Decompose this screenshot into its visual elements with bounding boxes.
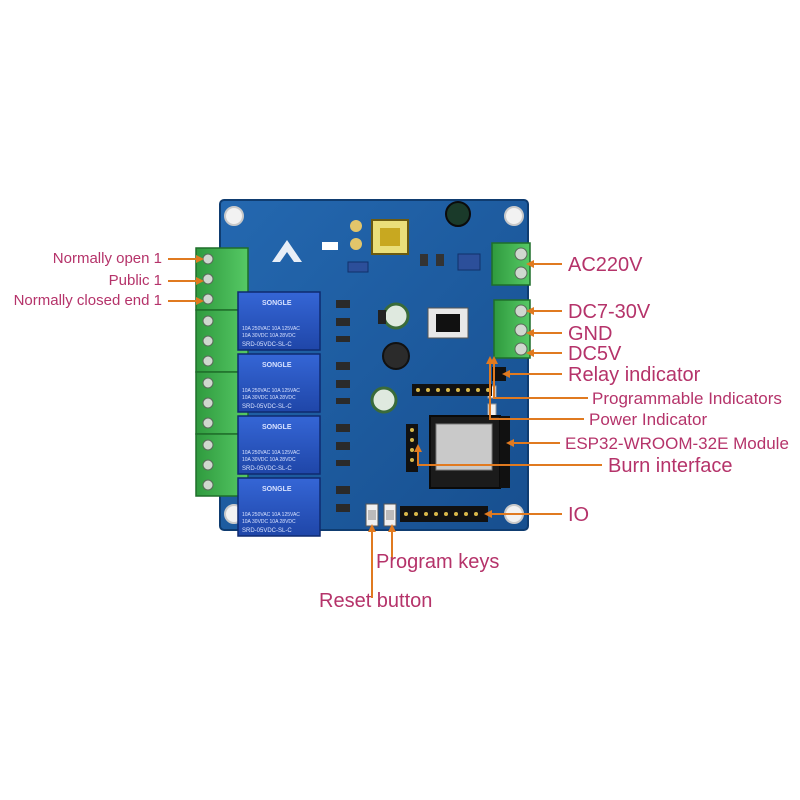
- svg-text:10A 250VAC 10A 125VAC: 10A 250VAC 10A 125VAC: [242, 512, 300, 518]
- svg-text:SONGLE: SONGLE: [262, 486, 292, 493]
- relay-markings: SONGLE 10A 250VAC 10A 125VAC 10A 30VDC 1…: [242, 300, 300, 534]
- dc-terminal-block: [493, 299, 531, 359]
- svg-text:SRD-05VDC-SL-C: SRD-05VDC-SL-C: [242, 528, 292, 534]
- relay-indicator-led: [492, 367, 506, 381]
- svg-text:SONGLE: SONGLE: [262, 300, 292, 307]
- arrow-heads: [196, 255, 534, 532]
- capacitor: [445, 201, 471, 227]
- label-dc5v: DC5V: [568, 343, 622, 365]
- label-reset-button: Reset button: [319, 590, 433, 612]
- svg-text:SRD-05VDC-SL-C: SRD-05VDC-SL-C: [242, 404, 292, 410]
- label-dc7-30v: DC7-30V: [568, 301, 651, 323]
- label-relay-indicator: Relay indicator: [568, 364, 701, 386]
- capacitor-2: [382, 302, 410, 330]
- callout-arrows: [168, 258, 602, 598]
- label-ac220v: AC220V: [568, 254, 643, 276]
- io-header-top: [412, 384, 492, 396]
- label-burn-interface: Burn interface: [608, 455, 733, 477]
- board-logo-icon: [272, 240, 302, 262]
- label-public-1: Public 1: [108, 272, 162, 289]
- svg-text:10A 30VDC 10A 28VDC: 10A 30VDC 10A 28VDC: [242, 395, 296, 401]
- svg-text:10A 250VAC 10A 125VAC: 10A 250VAC 10A 125VAC: [242, 326, 300, 332]
- label-esp32-module: ESP32-WROOM-32E Module: [565, 434, 789, 453]
- svg-text:SRD-05VDC-SL-C: SRD-05VDC-SL-C: [242, 342, 292, 348]
- svg-text:SONGLE: SONGLE: [262, 362, 292, 369]
- driver-components: [336, 300, 350, 512]
- label-power-indicator: Power Indicator: [589, 410, 708, 429]
- ac-terminal-block: [491, 242, 531, 286]
- label-normally-closed-1: Normally closed end 1: [13, 292, 162, 309]
- label-program-keys: Program keys: [376, 551, 500, 573]
- label-gnd: GND: [568, 323, 613, 345]
- label-normally-open-1: Normally open 1: [52, 250, 162, 267]
- svg-text:10A 250VAC 10A 125VAC: 10A 250VAC 10A 125VAC: [242, 450, 300, 456]
- capacitor-3: [370, 386, 398, 414]
- svg-text:10A 30VDC 10A 28VDC: 10A 30VDC 10A 28VDC: [242, 457, 296, 463]
- svg-text:SONGLE: SONGLE: [262, 424, 292, 431]
- label-programmable-indicators: Programmable Indicators: [592, 389, 782, 408]
- io-header-bottom: [400, 506, 488, 522]
- svg-text:10A 30VDC 10A 28VDC: 10A 30VDC 10A 28VDC: [242, 333, 296, 339]
- relays: [237, 291, 321, 537]
- label-io: IO: [568, 504, 590, 526]
- svg-text:10A 30VDC 10A 28VDC: 10A 30VDC 10A 28VDC: [242, 519, 296, 525]
- inductor: [382, 342, 410, 370]
- burn-interface-header: [406, 424, 418, 472]
- svg-text:SRD-05VDC-SL-C: SRD-05VDC-SL-C: [242, 466, 292, 472]
- svg-text:10A 250VAC 10A 125VAC: 10A 250VAC 10A 125VAC: [242, 388, 300, 394]
